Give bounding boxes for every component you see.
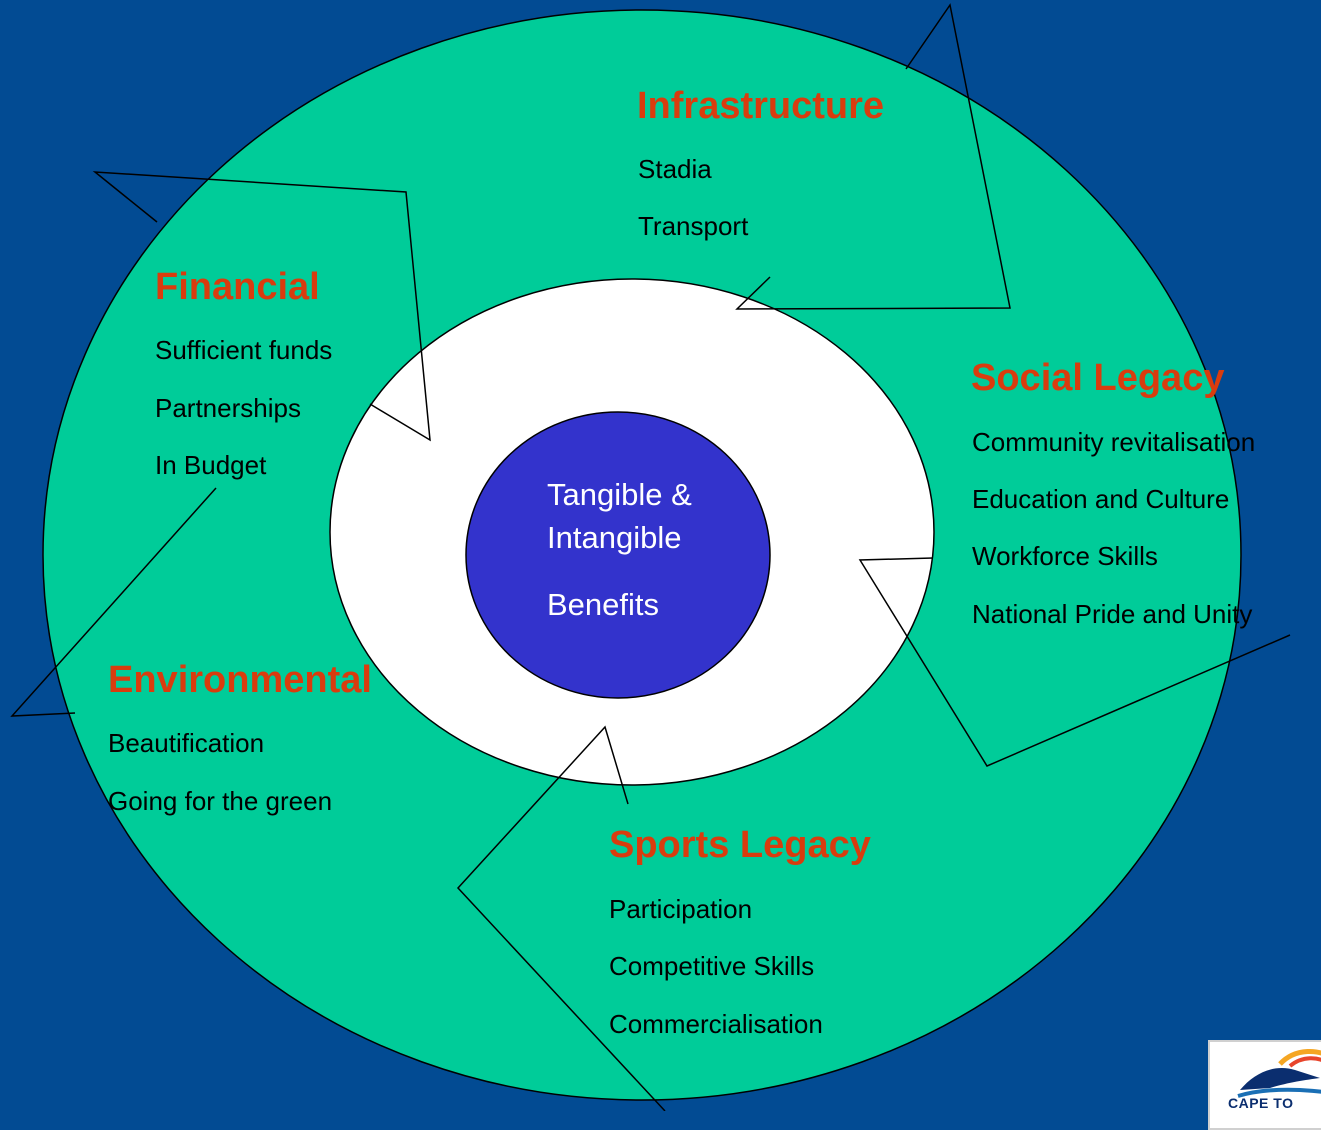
sports-legacy-heading: Sports Legacy	[609, 824, 871, 866]
social-legacy-item: Community revitalisation	[972, 427, 1256, 457]
social-legacy-item: National Pride and Unity	[972, 599, 1253, 629]
center-label-line3: Benefits	[547, 587, 660, 622]
logo-mark-icon	[1237, 1048, 1321, 1098]
center-circle	[465, 411, 771, 699]
arrow-financial-to-infrastructure	[92, 171, 431, 442]
environmental-heading: Environmental	[108, 659, 372, 701]
environmental-item: Beautification	[108, 728, 265, 758]
sports-legacy-item: Competitive Skills	[609, 951, 815, 981]
arrow-infrastructure-to-social	[735, 3, 1011, 310]
social-legacy-item: Workforce Skills	[972, 541, 1158, 571]
arrow-sports-to-environmental	[456, 725, 666, 1111]
infrastructure-item: Transport	[638, 211, 749, 241]
center-label-line1: Tangible &	[547, 477, 692, 512]
center-label-line2: Intangible	[547, 520, 682, 555]
cape-town-logo: CAPE TO	[1208, 1040, 1321, 1130]
infrastructure-item: Stadia	[638, 154, 712, 184]
social-legacy-item: Education and Culture	[972, 484, 1230, 514]
financial-heading: Financial	[155, 266, 320, 308]
arrow-social-to-sports	[858, 557, 1291, 767]
sports-legacy-item: Commercialisation	[609, 1009, 823, 1039]
sports-legacy-item: Participation	[609, 894, 753, 924]
financial-item: Sufficient funds	[155, 335, 333, 365]
financial-item: In Budget	[155, 450, 267, 480]
social-legacy-heading: Social Legacy	[971, 357, 1225, 399]
infrastructure-heading: Infrastructure	[637, 85, 885, 127]
financial-item: Partnerships	[155, 393, 301, 423]
arrow-environmental-to-financial	[10, 487, 217, 717]
environmental-item: Going for the green	[108, 786, 333, 816]
logo-text: CAPE TO	[1228, 1095, 1294, 1111]
